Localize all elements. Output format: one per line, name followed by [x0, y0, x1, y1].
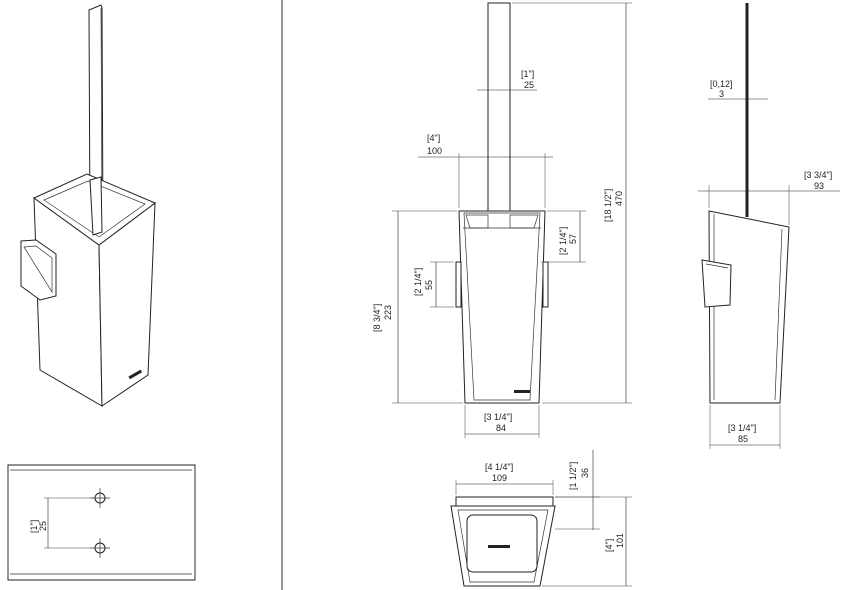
dim-handle-thickness-inch: [0,12]	[710, 79, 733, 89]
dim-top-width-inch: [4"]	[427, 133, 440, 143]
dim-depth-top-inch: [3 3/4"]	[804, 170, 832, 180]
dim-offset-mm: 36	[580, 468, 590, 478]
dim-bracket-height-inch: [2 1/4"]	[413, 268, 423, 296]
dim-depth-top-mm: 93	[814, 181, 824, 191]
dim-spacing-inch: [1"]	[29, 520, 39, 533]
dim-top-width-inch: [4 1/4"]	[485, 462, 513, 472]
dim-depth-mm: 101	[615, 533, 625, 548]
logo-mark	[128, 369, 143, 380]
dim-base-depth-inch: [3 1/4"]	[728, 423, 756, 433]
dim-offset-inch: [1 1/2"]	[568, 462, 578, 490]
dim-total-height-mm: 470	[614, 191, 624, 206]
holder-top-plate	[455, 496, 554, 507]
brush-head	[466, 514, 538, 573]
dim-base-width-inch: [3 1/4"]	[484, 412, 512, 422]
dim-depth-inch: [4"]	[604, 539, 614, 552]
dim-spacing-mm: 25	[38, 521, 48, 531]
wall-bracket-right	[542, 261, 549, 308]
dim-rim-height-mm: 57	[568, 234, 578, 244]
side-elevation: [0,12] 3 [3 3/4"] 93 [3 1/4"] 85	[698, 3, 840, 449]
dim-body-height-mm: 223	[383, 305, 393, 320]
dim-body-height-inch: [8 3/4"]	[372, 304, 382, 332]
top-view: [4 1/4"] 109 [1 1/2"] 36 [4"] 101	[450, 450, 632, 587]
dim-handle-width-mm: 25	[524, 80, 534, 90]
dim-total-height-inch: [18 1/2"]	[603, 189, 613, 222]
dim-rim-height-inch: [2 1/4"]	[558, 227, 568, 255]
dim-handle-thickness-mm: 3	[719, 89, 724, 99]
isometric-view	[20, 4, 156, 407]
dim-handle-width-inch: [1"]	[521, 69, 534, 79]
holder-body	[708, 210, 790, 404]
front-elevation: [1"] 25 [4"] 100 [18 1/2"] 470 [2 1/4"] …	[372, 2, 632, 438]
dim-top-width-mm: 100	[427, 146, 442, 156]
wall-plate-plan-view: [1"] 25	[7, 464, 196, 581]
dim-top-width-mm: 109	[492, 473, 507, 483]
holder-body	[458, 210, 546, 404]
logo-mark	[488, 545, 510, 548]
logo-mark	[514, 390, 530, 393]
wall-bracket-left	[455, 261, 462, 308]
wall-bracket	[701, 259, 732, 308]
brush-handle	[487, 2, 511, 229]
dim-base-width-mm: 84	[496, 423, 506, 433]
dim-base-depth-mm: 85	[738, 434, 748, 444]
dim-bracket-height-mm: 55	[424, 280, 434, 290]
